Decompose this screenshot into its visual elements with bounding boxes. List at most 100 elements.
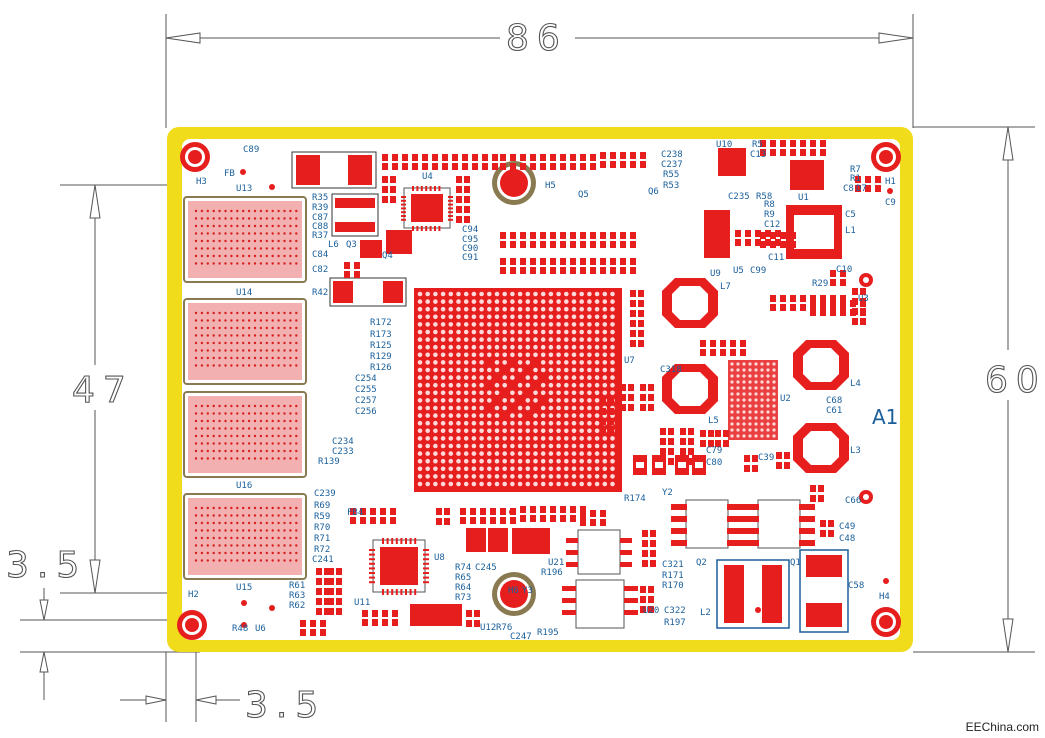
memory-chips: [183, 196, 307, 580]
label-u16: U16: [236, 481, 252, 491]
label-r39: R39: [312, 203, 328, 213]
label-c88: C88: [312, 222, 328, 232]
label-c82: C82: [312, 265, 328, 275]
label-r71: R71: [314, 534, 330, 544]
inductor-l5: [662, 364, 718, 414]
label-u14: U14: [236, 288, 252, 298]
label-r55: R55: [663, 170, 679, 180]
label-l1: L1: [845, 226, 856, 236]
dim-width-86: 86: [506, 18, 568, 59]
label-r126: R126: [370, 363, 392, 373]
label-c241: C241: [312, 555, 334, 565]
label-r69: R69: [314, 501, 330, 511]
label-c245: C245: [475, 563, 497, 573]
label-q4: Q4: [382, 251, 393, 261]
label-u9: U9: [710, 269, 721, 279]
label-c12: C12: [764, 220, 780, 230]
label-r65: R65: [455, 573, 471, 583]
label-u3: U3: [858, 294, 869, 304]
label-c87: C87: [312, 213, 328, 223]
label-r62: R62: [289, 601, 305, 611]
mounting-hole-tr: [871, 142, 901, 172]
label-l4: L4: [850, 379, 861, 389]
label-h6: H6: [508, 586, 519, 596]
label-c39: C39: [758, 453, 774, 463]
label-r42: R42: [312, 288, 328, 298]
label-c11: C11: [768, 253, 784, 263]
label-r173: R173: [370, 330, 392, 340]
board-marker-a1: A1: [872, 405, 898, 429]
label-c94: C94: [462, 225, 478, 235]
label-r37: R37: [312, 231, 328, 241]
label-c89: C89: [243, 145, 259, 155]
label-q1: Q1: [790, 558, 801, 568]
label-u5: U5: [733, 266, 744, 276]
label-c49: C49: [839, 522, 855, 532]
label-c233: C233: [332, 447, 354, 457]
label-r29: R29: [812, 279, 828, 289]
power-parts: [716, 549, 849, 633]
label-r125: R125: [370, 341, 392, 351]
label-u20: U20: [643, 606, 659, 616]
label-c61: C61: [826, 406, 842, 416]
silkscreen-labels: U13 U14 U16 U15 U4 U1 U10 U9 U5 U3 U7 U2…: [188, 140, 898, 642]
label-c95: C95: [462, 235, 478, 245]
label-r76: R76: [496, 623, 512, 633]
hole-h6: [492, 572, 536, 616]
label-r61: R61: [289, 581, 305, 591]
label-c318: C318: [660, 365, 682, 375]
label-c9: C9: [885, 198, 896, 208]
label-r174: R174: [624, 494, 646, 504]
label-c58: C58: [848, 581, 864, 591]
label-c90: C90: [462, 244, 478, 254]
label-r73: R73: [455, 593, 471, 603]
label-r64: R64: [455, 583, 471, 593]
label-r7: R7: [850, 165, 861, 175]
label-r5: R5: [752, 140, 763, 150]
label-r63: R63: [289, 591, 305, 601]
large-parts: [291, 148, 824, 626]
label-l7: L7: [720, 282, 731, 292]
inductor-l3: [793, 423, 849, 473]
label-r53: R53: [663, 181, 679, 191]
label-c239: C239: [314, 489, 336, 499]
inductor-l4: [793, 340, 849, 390]
main-bga-chip: [414, 288, 622, 492]
label-r58: R58: [756, 192, 772, 202]
label-r9: R9: [764, 210, 775, 220]
label-c68: C68: [826, 396, 842, 406]
label-c48: C48: [839, 534, 855, 544]
label-r1: R1: [850, 174, 861, 184]
label-r59: R59: [314, 512, 330, 522]
label-r48: R48: [232, 624, 248, 634]
dim-height-60: 60: [985, 360, 1045, 401]
dim-offset-vertical: 3.5: [6, 545, 87, 586]
label-r171: R171: [662, 571, 684, 581]
mounting-hole-tl: [180, 142, 210, 172]
label-h3: H3: [196, 177, 207, 187]
label-fb: FB: [224, 169, 235, 179]
label-h1: H1: [885, 177, 896, 187]
label-q5: Q5: [578, 190, 589, 200]
label-c8: C8: [843, 184, 854, 194]
label-c5: C5: [845, 210, 856, 220]
label-r195: R195: [537, 628, 559, 638]
label-h5: H5: [545, 181, 556, 191]
label-u6: U6: [255, 624, 266, 634]
dim-offset-horizontal: 3.5: [245, 685, 326, 726]
label-u12: U12: [480, 623, 496, 633]
label-y2: Y2: [662, 488, 673, 498]
dim-inner-height-47: 47: [72, 370, 134, 411]
label-r197: R197: [664, 618, 686, 628]
label-r172: R172: [370, 318, 392, 328]
label-r139: R139: [318, 457, 340, 467]
label-c255: C255: [355, 385, 377, 395]
label-c99: C99: [750, 266, 766, 276]
bga-u2: [728, 360, 778, 440]
label-l2: L2: [700, 608, 711, 618]
label-c234: C234: [332, 437, 354, 447]
label-l5: L5: [708, 416, 719, 426]
label-l6: L6: [328, 240, 339, 250]
label-u21: U21: [548, 558, 564, 568]
label-c256: C256: [355, 407, 377, 417]
